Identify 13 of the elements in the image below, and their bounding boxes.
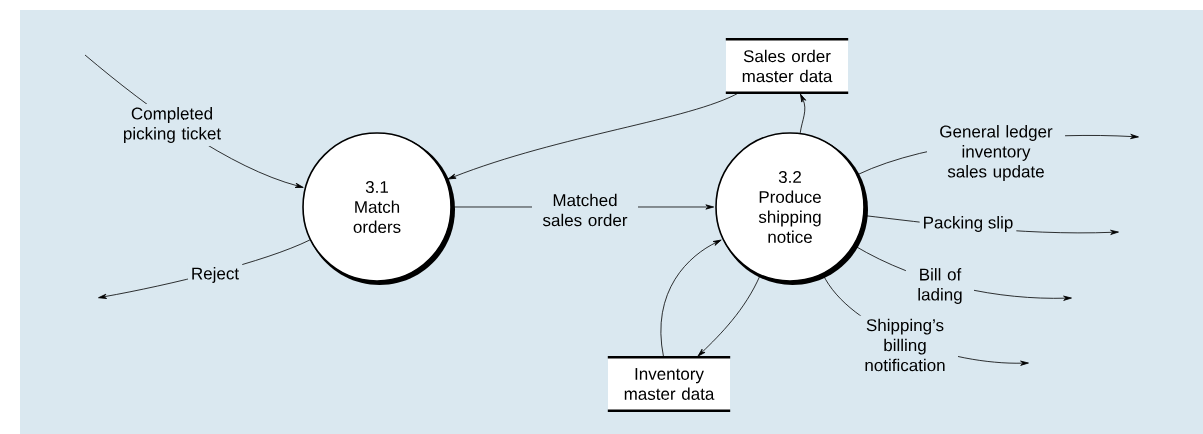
data-store: Sales order master data — [724, 38, 850, 94]
edge-label: Reject — [187, 264, 243, 286]
arrow — [660, 239, 722, 358]
edge-label: Packing slip — [919, 213, 1017, 235]
arrow — [799, 93, 807, 134]
arrow — [697, 275, 761, 357]
edge-label: Completed picking ticket — [110, 104, 234, 146]
edge-label: Shipping’s billing notification — [852, 315, 958, 375]
edge-label: General ledger inventory sales update — [927, 122, 1065, 184]
edge-label: Bill of lading — [906, 265, 974, 307]
arrow — [447, 92, 740, 180]
edge-label: Matched sales order — [532, 190, 638, 230]
data-store: Inventory master data — [606, 356, 732, 412]
